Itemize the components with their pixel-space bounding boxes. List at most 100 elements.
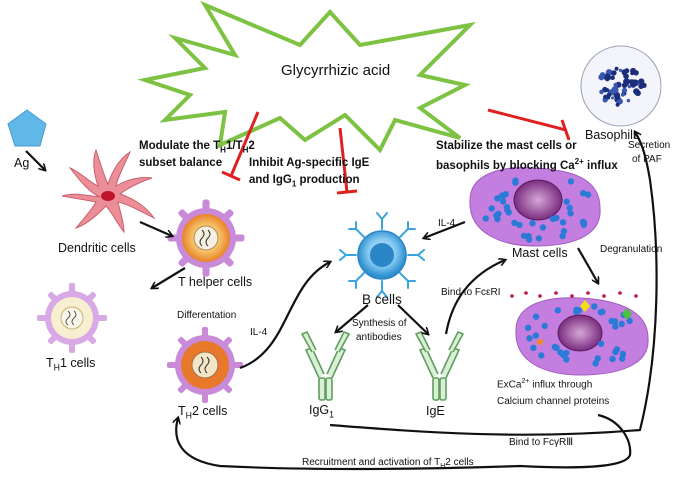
- basophil-granule: [620, 92, 625, 97]
- granule-dot: [511, 219, 518, 227]
- basophil-granule: [614, 66, 619, 71]
- secretion-label-line1: Secretion: [628, 140, 671, 151]
- granule-dot: [567, 210, 574, 217]
- granule-dot: [520, 232, 528, 240]
- basophil-granule: [627, 84, 632, 89]
- granule-dot: [557, 349, 564, 356]
- ige-label: IgE: [426, 404, 445, 418]
- granule-dot: [584, 191, 592, 198]
- antigen-pentagon: [7, 109, 47, 147]
- exca-label-line2: Calcium channel proteins: [497, 396, 610, 407]
- stabilize-label-line2: basophils by blocking Ca2+ influx: [436, 157, 618, 172]
- granule-dot: [559, 219, 567, 226]
- basophil-granule: [603, 94, 608, 100]
- recruitment-label: Recruitment and activation of TH2 cells: [302, 457, 474, 470]
- b-cells-label: B cells: [362, 292, 402, 307]
- granule-dot: [608, 317, 615, 325]
- mast-granules-bottom: [524, 303, 633, 367]
- granule-dot: [560, 228, 568, 235]
- ige-antibody-shape: [414, 330, 465, 401]
- ag-label: Ag: [14, 156, 30, 170]
- granule-dot: [538, 352, 545, 359]
- granule-dot: [592, 360, 599, 367]
- basophil-granule: [610, 75, 615, 80]
- mast-cells-label: Mast cells: [512, 246, 568, 260]
- granule-dot: [524, 324, 532, 331]
- degranulating-mast-cell-shape: [510, 291, 649, 376]
- granule-dot: [488, 205, 495, 212]
- granule-dot: [612, 348, 619, 356]
- granule-dot: [541, 322, 548, 330]
- basophil-granule: [634, 90, 641, 97]
- granule-dot: [618, 320, 625, 328]
- dendritic-cells-label: Dendritic cells: [58, 241, 136, 255]
- granule-dot: [526, 335, 533, 342]
- granule-dot: [591, 303, 598, 310]
- basophil-granule: [626, 98, 631, 103]
- t-helper-cell-shape: [167, 199, 245, 277]
- modulate-label-line1: Modulate the TH1/TH2: [139, 140, 255, 155]
- t-helper-cells-label: T helper cells: [178, 275, 253, 289]
- basophil-granule: [613, 82, 618, 88]
- granule-dot: [516, 221, 523, 229]
- released-granules: [510, 291, 638, 345]
- il4-left-label: IL-4: [250, 327, 268, 338]
- granule-dot: [563, 356, 570, 363]
- basophil-granule: [630, 67, 637, 74]
- mast-granules: [482, 177, 592, 243]
- basophil-granule: [611, 86, 619, 94]
- th1-cells-label: TH1 cells: [46, 356, 96, 373]
- basophil-shape: [580, 45, 662, 127]
- inhibition-markers: [221, 108, 571, 195]
- basophil-granule: [612, 71, 616, 76]
- synthesis-label-line2: antibodies: [356, 332, 402, 343]
- basophil-granule: [641, 82, 647, 88]
- basophil-granule: [638, 78, 645, 85]
- basophil-granule: [599, 89, 604, 95]
- granule-dot: [554, 307, 561, 314]
- th2-cell-shape: [167, 327, 243, 403]
- granule-dot: [549, 215, 557, 223]
- basophil-granule: [623, 73, 629, 79]
- basophil-granule: [631, 79, 639, 87]
- mast-cell-shape: [469, 166, 601, 247]
- th1-cell-shape: [37, 283, 107, 353]
- granule-dot: [530, 344, 537, 351]
- granule-dot: [594, 355, 601, 362]
- granule-dot: [567, 178, 575, 185]
- igg1-label: IgG1: [309, 403, 335, 420]
- granule-dot: [494, 195, 501, 202]
- granule-dot: [495, 210, 502, 217]
- basophil-granule: [605, 88, 610, 93]
- granule-dot: [626, 317, 633, 324]
- granule-dot: [553, 344, 560, 351]
- il4-top-label: IL-4: [438, 218, 456, 229]
- granule-dot: [539, 224, 547, 231]
- dendritic-cell-shape: [61, 148, 156, 234]
- glycyrrhizic-acid-starburst: [137, 0, 476, 154]
- granule-dot: [525, 236, 533, 243]
- inhibit-label-line1: Inhibit Ag-specific IgE: [249, 157, 370, 169]
- granule-dot: [563, 198, 570, 205]
- th2-cells-label: TH2 cells: [178, 404, 228, 421]
- basophil-granule: [621, 87, 628, 93]
- bind-fcgr-label: Bind to FcγRⅢ: [509, 437, 574, 448]
- granule-dot: [498, 192, 506, 199]
- granule-dot: [612, 323, 619, 330]
- basophils-label: Basophils: [585, 128, 640, 142]
- granule-dot: [573, 306, 580, 313]
- secretion-label-line2: of PAF: [632, 154, 662, 165]
- degranulation-label: Degranulation: [600, 244, 663, 255]
- modulate-label-line2: subset balance: [139, 157, 223, 169]
- granule-dot: [504, 206, 511, 214]
- granule-dot: [580, 190, 587, 197]
- basophil-granule: [615, 102, 620, 107]
- granule-dot: [609, 355, 616, 363]
- bind-fceri-label: Bind to FcεRI: [441, 287, 501, 298]
- granule-dot: [597, 340, 605, 347]
- granule-dot: [619, 350, 627, 358]
- basophil-granule: [611, 96, 614, 100]
- granule-dot: [580, 221, 587, 228]
